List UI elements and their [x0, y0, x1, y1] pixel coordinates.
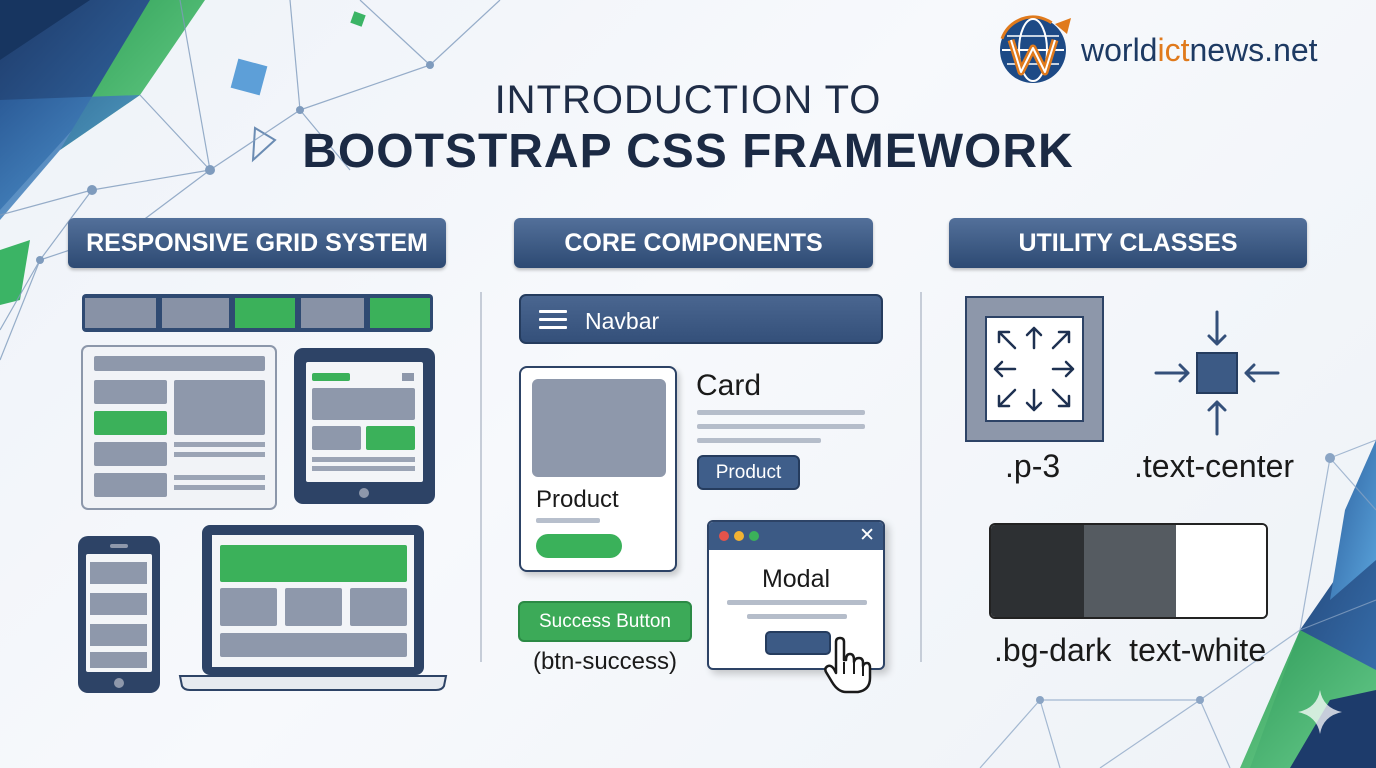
- corner-polygons-bottom-right: [1240, 440, 1376, 768]
- card-title: Card: [696, 369, 762, 402]
- phone-device: [78, 536, 160, 693]
- card-demo: Product: [519, 366, 677, 572]
- product-button[interactable]: Product: [697, 455, 800, 490]
- modal-text-line: [727, 600, 867, 605]
- brand-logo[interactable]: worldictnews.net: [997, 14, 1357, 88]
- page-title: BOOTSTRAP CSS FRAMEWORK: [302, 125, 1074, 178]
- modal-demo: ✕ Modal: [707, 520, 885, 670]
- padding-demo: [965, 296, 1104, 442]
- column-divider: [920, 292, 922, 662]
- swatch-white: [1176, 525, 1266, 617]
- card-text-line: [697, 424, 865, 429]
- card-text-line: [697, 438, 821, 443]
- tablet-device: [294, 348, 435, 504]
- navbar-demo[interactable]: Navbar: [519, 294, 883, 344]
- window-close-dot: [719, 531, 729, 541]
- column-divider: [480, 292, 482, 662]
- desktop-window: [81, 345, 277, 510]
- brand-name: worldictnews.net: [1081, 32, 1318, 68]
- success-button[interactable]: Success Button: [518, 601, 692, 642]
- swatch-dark: [991, 525, 1084, 617]
- grid-columns-bar: [82, 294, 433, 332]
- card-text-line: [697, 410, 865, 415]
- laptop-device: [178, 525, 448, 691]
- section-header-components: CORE COMPONENTS: [514, 218, 873, 268]
- card-image-placeholder: [532, 379, 666, 477]
- title-line-1: INTRODUCTION TO: [494, 78, 882, 122]
- card-button[interactable]: [536, 534, 622, 558]
- success-button-class: (btn-success): [532, 648, 678, 675]
- corner-polygons-top-left: [0, 0, 366, 305]
- text-center-class-label: .text-center: [1134, 448, 1295, 484]
- card-product-label: Product: [536, 486, 619, 513]
- modal-button[interactable]: [765, 631, 831, 655]
- padding-class-label: .p-3: [1005, 448, 1061, 484]
- responsive-devices-illustration: [78, 294, 448, 693]
- padding-inner-box: [985, 316, 1084, 422]
- hand-pointer-icon: [824, 636, 872, 694]
- expand-arrows-icon: [993, 326, 1075, 412]
- modal-text-line: [747, 614, 847, 619]
- center-arrows-icon: [1154, 310, 1280, 436]
- window-maximize-dot: [749, 531, 759, 541]
- close-icon[interactable]: ✕: [859, 525, 875, 546]
- navbar-label: Navbar: [585, 308, 660, 334]
- globe-logo-icon: [998, 15, 1071, 85]
- modal-title-bar: ✕: [709, 522, 883, 550]
- window-minimize-dot: [734, 531, 744, 541]
- bg-dark-class-label: .bg-dark text-white: [994, 632, 1267, 668]
- card-text-line: [536, 518, 600, 523]
- modal-title: Modal: [761, 565, 831, 593]
- section-header-utilities: UTILITY CLASSES: [949, 218, 1307, 268]
- section-header-grid: RESPONSIVE GRID SYSTEM: [68, 218, 446, 268]
- swatch-gray: [1084, 525, 1176, 617]
- background-color-swatch: [989, 523, 1268, 619]
